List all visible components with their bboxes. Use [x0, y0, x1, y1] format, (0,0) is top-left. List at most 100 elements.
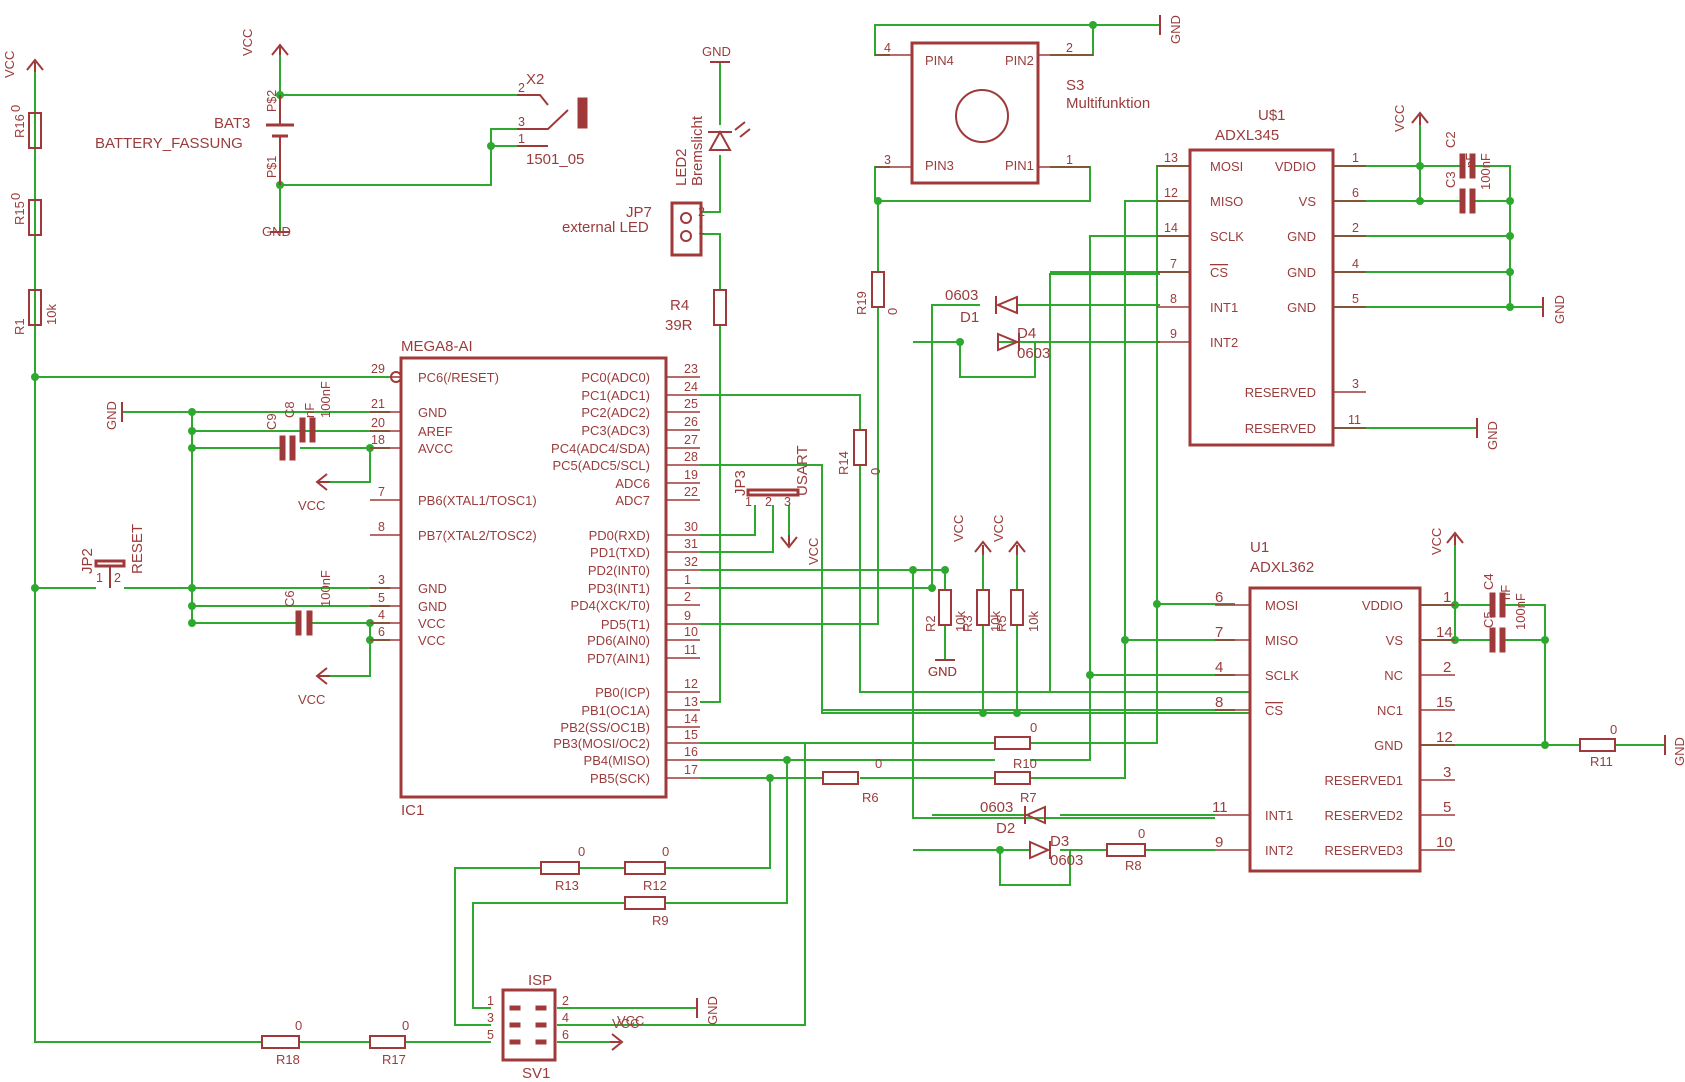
svg-text:INT2: INT2: [1210, 335, 1238, 350]
svg-text:7: 7: [1215, 624, 1223, 641]
svg-text:1: 1: [684, 573, 691, 587]
svg-text:GND: GND: [928, 664, 957, 679]
svg-text:VDDIO: VDDIO: [1362, 598, 1403, 613]
svg-text:12: 12: [1436, 729, 1453, 746]
battery-bat3: P$2 P$1 BAT3 BATTERY_FASSUNG: [95, 90, 294, 185]
svg-text:R5: R5: [994, 615, 1009, 632]
svg-text:ADC7: ADC7: [615, 493, 650, 508]
svg-text:ADC6: ADC6: [615, 476, 650, 491]
svg-text:JP7: JP7: [626, 204, 652, 221]
svg-text:9: 9: [684, 609, 691, 623]
gnd-symbol: GND: [104, 401, 123, 430]
svg-text:ADXL362: ADXL362: [1250, 559, 1314, 576]
svg-text:11: 11: [1348, 413, 1361, 427]
svg-text:13: 13: [684, 695, 698, 709]
svg-text:GND: GND: [104, 401, 119, 430]
svg-text:0603: 0603: [1017, 345, 1050, 362]
svg-text:1: 1: [487, 994, 494, 1008]
svg-text:R19: R19: [854, 291, 869, 315]
svg-text:PD7(AIN1): PD7(AIN1): [587, 651, 650, 666]
svg-text:1: 1: [698, 223, 705, 237]
svg-text:PD5(T1): PD5(T1): [601, 617, 650, 632]
svg-text:R3: R3: [960, 615, 975, 632]
mcu-ic1: MEGA8-AI IC1 29 21 20 18 7 8 3 5 4 6: [370, 338, 700, 819]
svg-text:CS: CS: [1265, 703, 1283, 718]
svg-text:NC: NC: [1384, 668, 1403, 683]
svg-text:4: 4: [1215, 659, 1223, 676]
svg-text:CS: CS: [1210, 265, 1228, 280]
svg-text:INT2: INT2: [1265, 843, 1293, 858]
svg-text:GND: GND: [1287, 300, 1316, 315]
mcu-ref: IC1: [401, 802, 424, 819]
svg-text:3: 3: [1352, 377, 1359, 391]
svg-text:31: 31: [684, 537, 698, 551]
svg-text:GND: GND: [1552, 295, 1567, 324]
svg-text:GND: GND: [1287, 265, 1316, 280]
svg-text:3: 3: [487, 1011, 494, 1025]
svg-text:GND: GND: [705, 996, 720, 1025]
svg-text:21: 21: [371, 397, 385, 411]
svg-text:2: 2: [1443, 659, 1451, 676]
adxl362-u1: U1 ADXL362 6 7 4 8 11 9 MOSI MISO SCLK C…: [1212, 539, 1455, 873]
svg-text:0: 0: [1030, 720, 1037, 735]
gnd-symbol: GND: [696, 996, 720, 1025]
junction-dots: [31, 21, 1549, 854]
svg-text:3: 3: [1443, 764, 1451, 781]
svg-text:3: 3: [518, 115, 525, 129]
svg-text:PB3(MOSI/OC2): PB3(MOSI/OC2): [553, 736, 650, 751]
svg-text:VCC: VCC: [1392, 105, 1407, 132]
vcc-symbol: VCC: [298, 667, 330, 707]
led2: LED2 Bremslicht: [673, 115, 751, 186]
svg-text:10: 10: [684, 625, 698, 639]
svg-text:12: 12: [1164, 186, 1178, 200]
svg-text:6: 6: [1215, 589, 1223, 606]
svg-text:MOSI: MOSI: [1265, 598, 1298, 613]
svg-text:16: 16: [684, 745, 698, 759]
resistor-r5: R5 10k: [994, 589, 1041, 632]
svg-text:C8: C8: [282, 401, 297, 418]
svg-text:0: 0: [8, 193, 23, 200]
svg-text:10k: 10k: [1026, 611, 1041, 632]
svg-text:0603: 0603: [1050, 852, 1083, 869]
mcu-pin-name-left: PC6(/RESET) GND AREF AVCC PB6(XTAL1/TOSC…: [418, 370, 537, 648]
svg-text:MISO: MISO: [1265, 633, 1298, 648]
svg-text:PC3(ADC3): PC3(ADC3): [581, 423, 650, 438]
svg-text:X2: X2: [526, 71, 544, 88]
svg-text:Multifunktion: Multifunktion: [1066, 95, 1150, 112]
svg-text:0603: 0603: [980, 799, 1013, 816]
vcc-symbol: VCC: [610, 1016, 639, 1051]
svg-text:R2: R2: [923, 615, 938, 632]
svg-text:11: 11: [684, 643, 697, 657]
gnd-symbol: VCC: [617, 1013, 644, 1028]
svg-text:GND: GND: [418, 581, 447, 596]
svg-text:6: 6: [562, 1028, 569, 1042]
svg-text:GND: GND: [702, 44, 731, 59]
svg-text:RESERVED3: RESERVED3: [1324, 843, 1403, 858]
svg-text:R9: R9: [652, 913, 669, 928]
svg-text:R15: R15: [12, 201, 27, 225]
resistor-r9: R9: [624, 896, 669, 928]
svg-text:C3: C3: [1443, 171, 1458, 188]
svg-text:R1: R1: [12, 318, 27, 335]
svg-text:RESET: RESET: [129, 524, 146, 574]
svg-text:JP3: JP3: [732, 470, 749, 496]
svg-text:2: 2: [684, 590, 691, 604]
svg-text:5: 5: [1443, 799, 1451, 816]
svg-text:GND: GND: [1168, 15, 1183, 44]
jumper-jp3: 1 2 3 JP3 USART: [732, 445, 811, 509]
mcu-name: MEGA8-AI: [401, 338, 473, 355]
vcc-symbol: VCC: [951, 515, 992, 555]
svg-text:4: 4: [378, 608, 385, 622]
svg-text:GND: GND: [1485, 421, 1500, 450]
svg-text:R8: R8: [1125, 858, 1142, 873]
svg-text:R17: R17: [382, 1052, 406, 1067]
svg-text:nF: nF: [1463, 153, 1478, 168]
